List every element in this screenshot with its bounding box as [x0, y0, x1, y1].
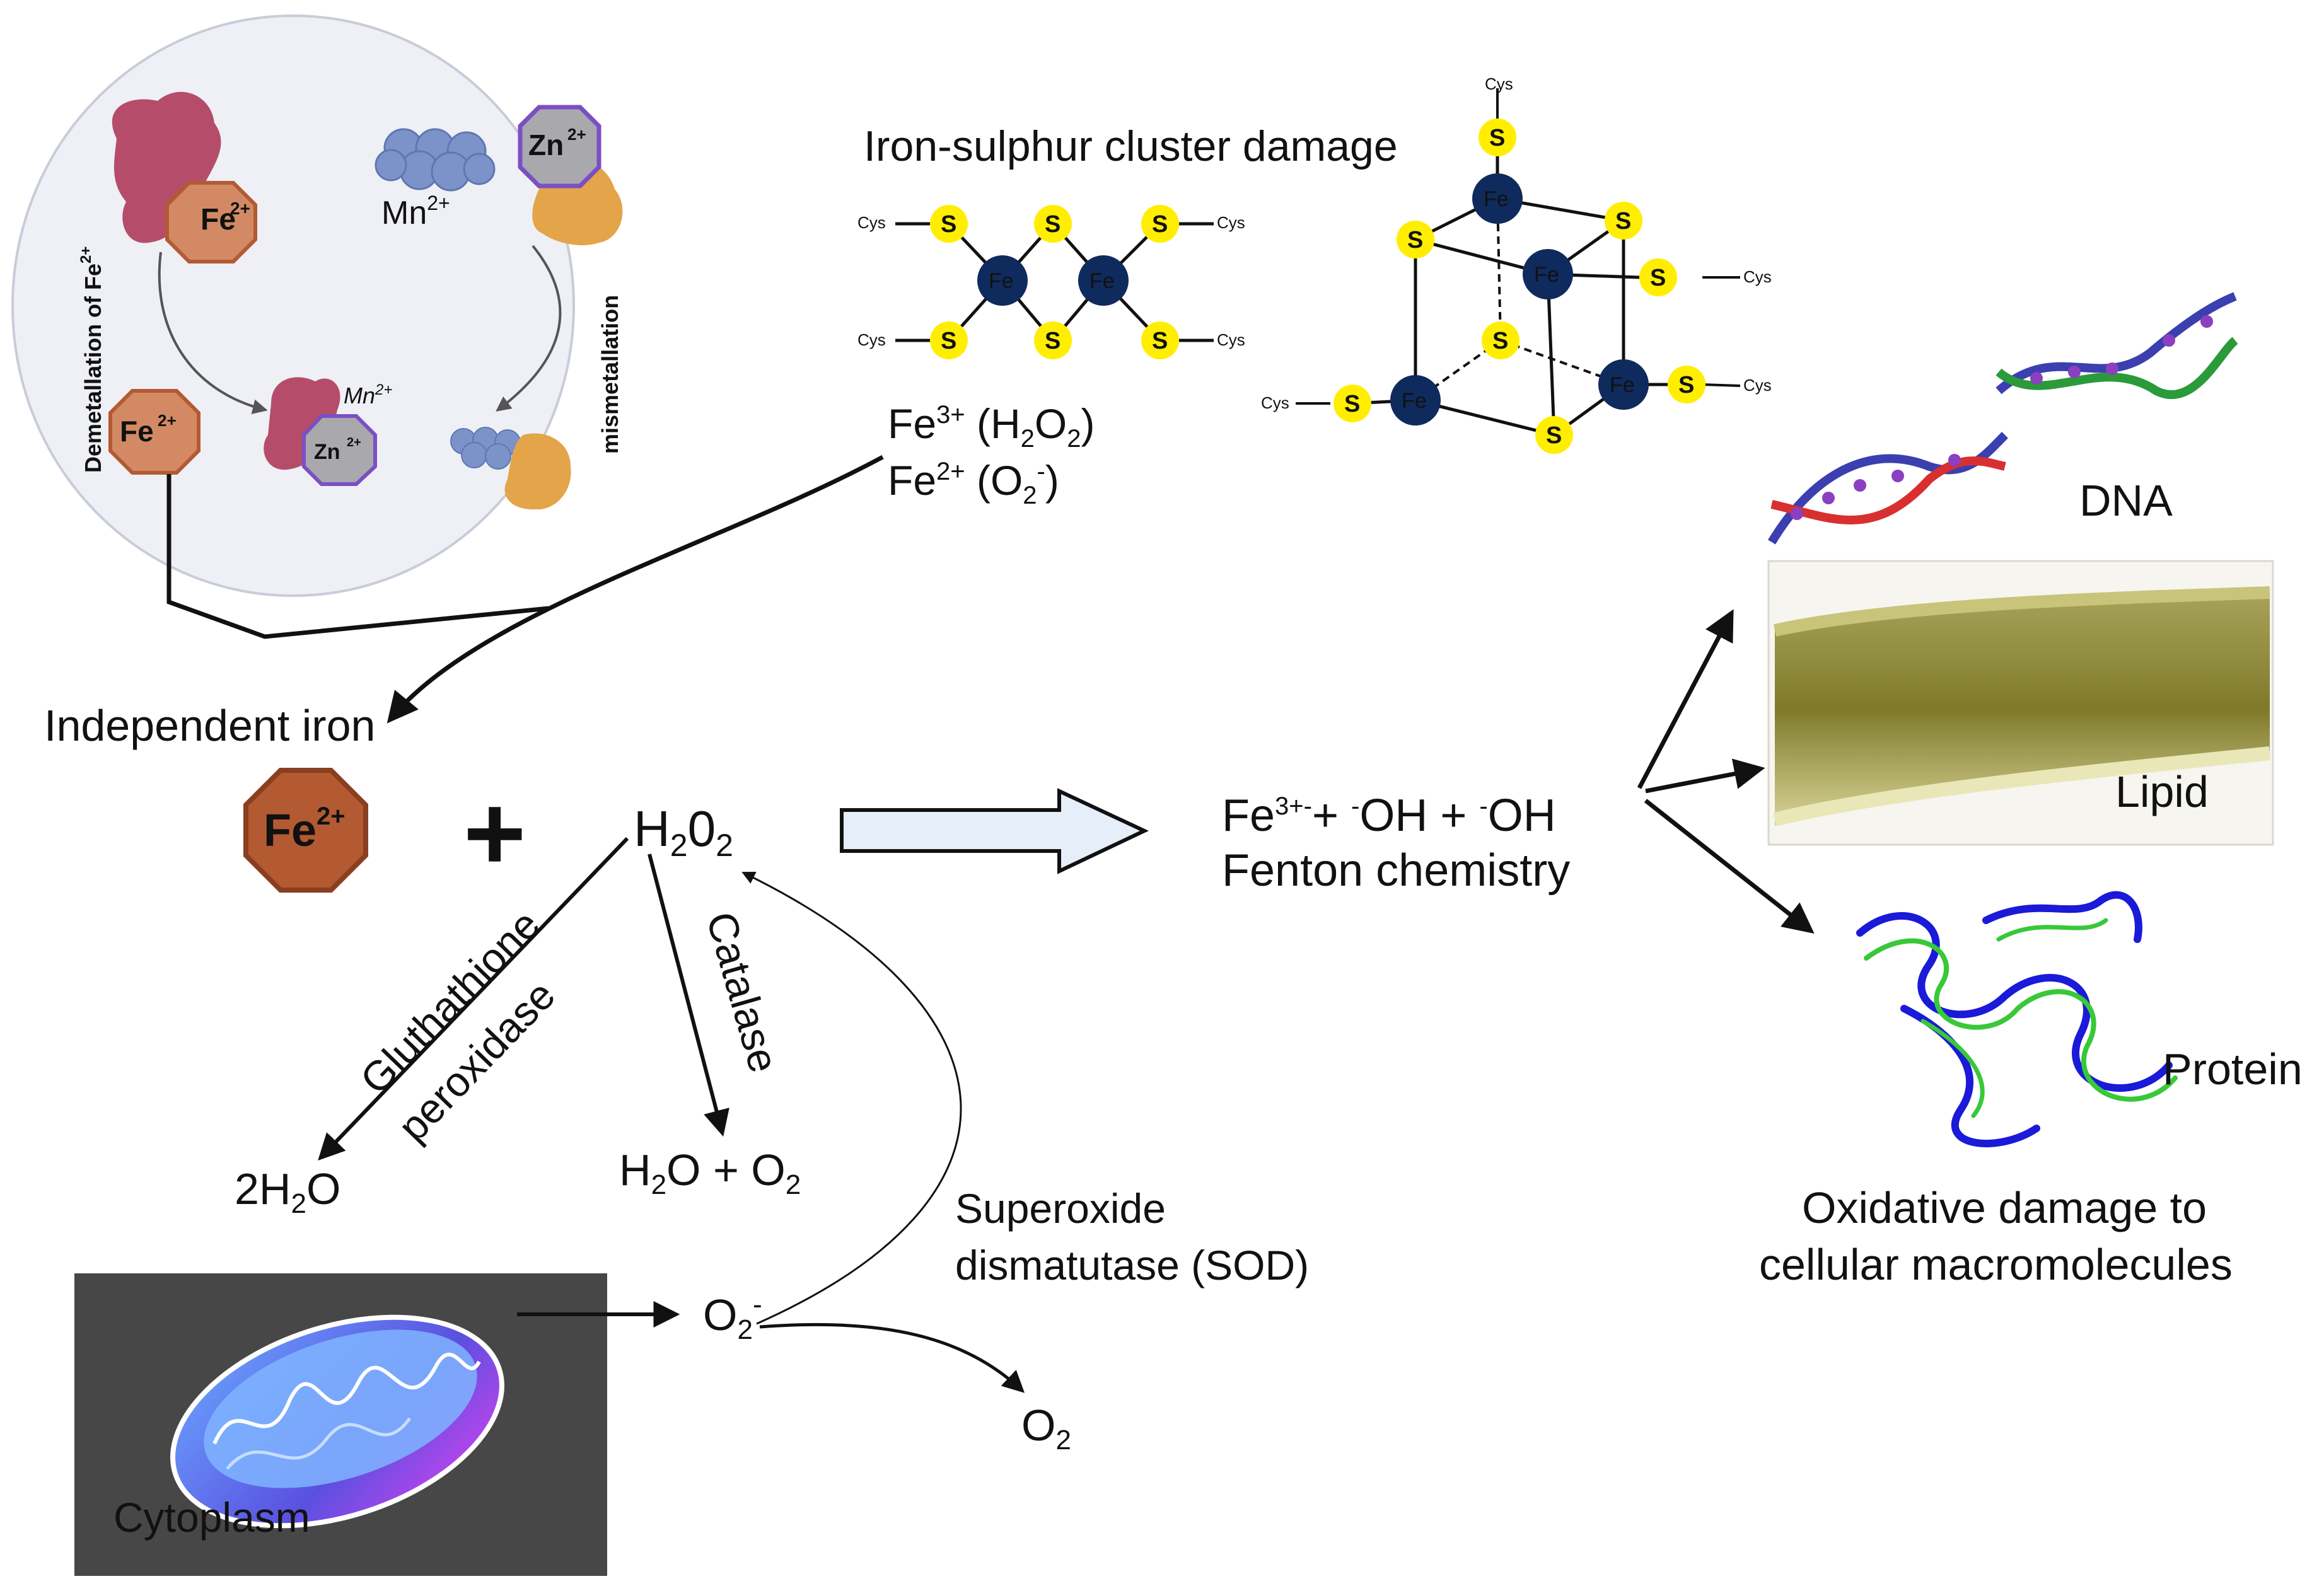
fenton-equation: Fe3+-+ -OH + -OH — [1222, 790, 1556, 841]
fe4s4-cluster-icon: S S S S S S S S Fe Fe Fe Fe Cys Cys Cys … — [1261, 74, 1772, 454]
svg-text:S: S — [1407, 227, 1423, 253]
independent-iron-label: Independent iron — [44, 701, 375, 750]
o2-label: O2 — [1021, 1401, 1071, 1456]
svg-text:Fe: Fe — [1484, 187, 1509, 211]
mn-small-label: Mn — [344, 383, 375, 408]
svg-text:S: S — [1546, 422, 1562, 449]
dna-label: DNA — [2079, 476, 2173, 525]
fe2-o2-label: Fe2+ (O2-) — [888, 457, 1059, 509]
svg-text:S: S — [1492, 328, 1508, 354]
catalase-label: Catalase — [698, 906, 788, 1077]
fenton-block-arrow — [840, 788, 1149, 874]
svg-text:S: S — [1650, 265, 1666, 291]
mn-cluster-small-icon — [450, 427, 521, 470]
svg-text:Fe: Fe — [1089, 269, 1115, 293]
zn-octagon-top-icon: Zn 2+ — [518, 105, 601, 188]
svg-text:S: S — [1152, 211, 1168, 238]
cluster-title: Iron-sulphur cluster damage — [864, 122, 1398, 170]
mismetallation-label: mismetallation — [597, 295, 623, 454]
cytoplasm-label: Cytoplasm — [113, 1494, 310, 1541]
svg-text:2+: 2+ — [158, 411, 177, 430]
fe-octagon-top-icon: Fe 2+ — [165, 181, 257, 263]
svg-text:Cys: Cys — [1743, 376, 1772, 395]
oxidative-damage-caption-line2: cellular macromolecules — [1759, 1240, 2233, 1289]
lipid-bilayer-image — [1767, 560, 2274, 846]
svg-text:S: S — [1678, 372, 1694, 398]
svg-text:Demetallation of Fe2+: Demetallation of Fe2+ — [78, 246, 106, 473]
fe-big-octagon-icon: Fe 2+ — [243, 768, 368, 893]
svg-text:S: S — [1615, 208, 1631, 234]
svg-text:S: S — [1152, 328, 1168, 354]
svg-text:Fe: Fe — [120, 415, 154, 448]
mn-charge: 2+ — [427, 192, 450, 214]
pink-protein-icon — [112, 91, 221, 243]
svg-text:Fe: Fe — [1534, 263, 1559, 287]
dna-icon — [1767, 292, 2238, 545]
svg-text:Mn2+: Mn2+ — [344, 381, 392, 408]
fenton-chemistry-label: Fenton chemistry — [1222, 845, 1570, 896]
svg-text:Cys: Cys — [857, 213, 886, 232]
fe2s2-cluster-icon: S S S S S S Fe Fe Cys Cys Cys Cys — [857, 205, 1245, 359]
svg-text:Cys: Cys — [857, 330, 886, 349]
mn-small-charge: 2+ — [375, 381, 392, 398]
zn-charge: 2+ — [567, 125, 586, 144]
svg-text:Cys: Cys — [1217, 213, 1245, 232]
zn-octagon-small-icon: Zn 2+ — [302, 414, 377, 486]
mitochondrion-icon — [170, 1314, 504, 1529]
svg-text:S: S — [941, 211, 956, 238]
sod-label-line2: dismatutase (SOD) — [955, 1242, 1309, 1288]
demetallation-arrow — [158, 252, 268, 414]
svg-text:S: S — [1045, 211, 1060, 238]
fe-label: Fe — [200, 203, 236, 236]
svg-text:Fe: Fe — [989, 269, 1014, 293]
cluster-to-iron-arrow — [386, 454, 884, 724]
svg-text:Zn: Zn — [314, 440, 340, 464]
fe3-h2o2-label: Fe3+ (H2O2) — [888, 400, 1095, 453]
demetallation-label: Demetallation of Fe — [80, 263, 106, 473]
h2o-o2-product: H2O + O2 — [619, 1145, 801, 1200]
superoxide-label: O2- — [703, 1289, 762, 1345]
plus-sign: + — [463, 773, 526, 893]
metallation-inset: Fe 2+ Mn2+ Zn 2+ Demetallation of Fe2+ m… — [11, 14, 623, 597]
protein-label: Protein — [2163, 1045, 2303, 1094]
svg-text:Cys: Cys — [1217, 330, 1245, 349]
inset-connector-line — [166, 474, 549, 639]
demetallation-charge: 2+ — [78, 246, 95, 263]
sod-arrow — [741, 871, 962, 1325]
mn-cluster-icon — [375, 128, 496, 192]
sod-label-line1: Superoxide — [955, 1185, 1166, 1232]
svg-text:S: S — [1489, 125, 1505, 151]
svg-text:Fe: Fe — [1402, 389, 1427, 413]
cytoplasm-panel: Cytoplasm — [74, 1273, 607, 1576]
oxidative-damage-caption-line1: Oxidative damage to — [1802, 1183, 2207, 1232]
svg-text:Cys: Cys — [1743, 267, 1772, 286]
svg-text:Fe: Fe — [264, 806, 317, 856]
lipid-label: Lipid — [2115, 767, 2209, 816]
svg-text:Fe: Fe — [1610, 373, 1635, 397]
protein-structure-icon — [1856, 891, 2178, 1147]
orange-protein-small-icon — [504, 433, 571, 510]
fe-octagon-free-icon: Fe 2+ — [108, 389, 200, 475]
superoxide-to-o2-arrow — [759, 1323, 1025, 1393]
gpx-arrow — [318, 836, 629, 1161]
svg-text:Cys: Cys — [1261, 393, 1289, 412]
svg-text:Mn2+: Mn2+ — [381, 192, 450, 231]
h2o2-label: H202 — [634, 801, 733, 863]
svg-text:S: S — [941, 328, 956, 354]
mismetallation-arrow — [496, 245, 562, 412]
catalase-arrow — [648, 854, 729, 1137]
zn-label: Zn — [528, 129, 564, 161]
svg-text:2+: 2+ — [347, 436, 361, 449]
water-product: 2H2O — [235, 1164, 340, 1219]
mn-label: Mn — [381, 195, 427, 231]
svg-text:Cys: Cys — [1485, 74, 1513, 93]
svg-text:2+: 2+ — [317, 802, 346, 830]
svg-text:S: S — [1344, 391, 1360, 417]
svg-text:S: S — [1045, 328, 1060, 354]
fe-charge: 2+ — [230, 199, 250, 218]
target-arrows — [1637, 609, 1815, 934]
